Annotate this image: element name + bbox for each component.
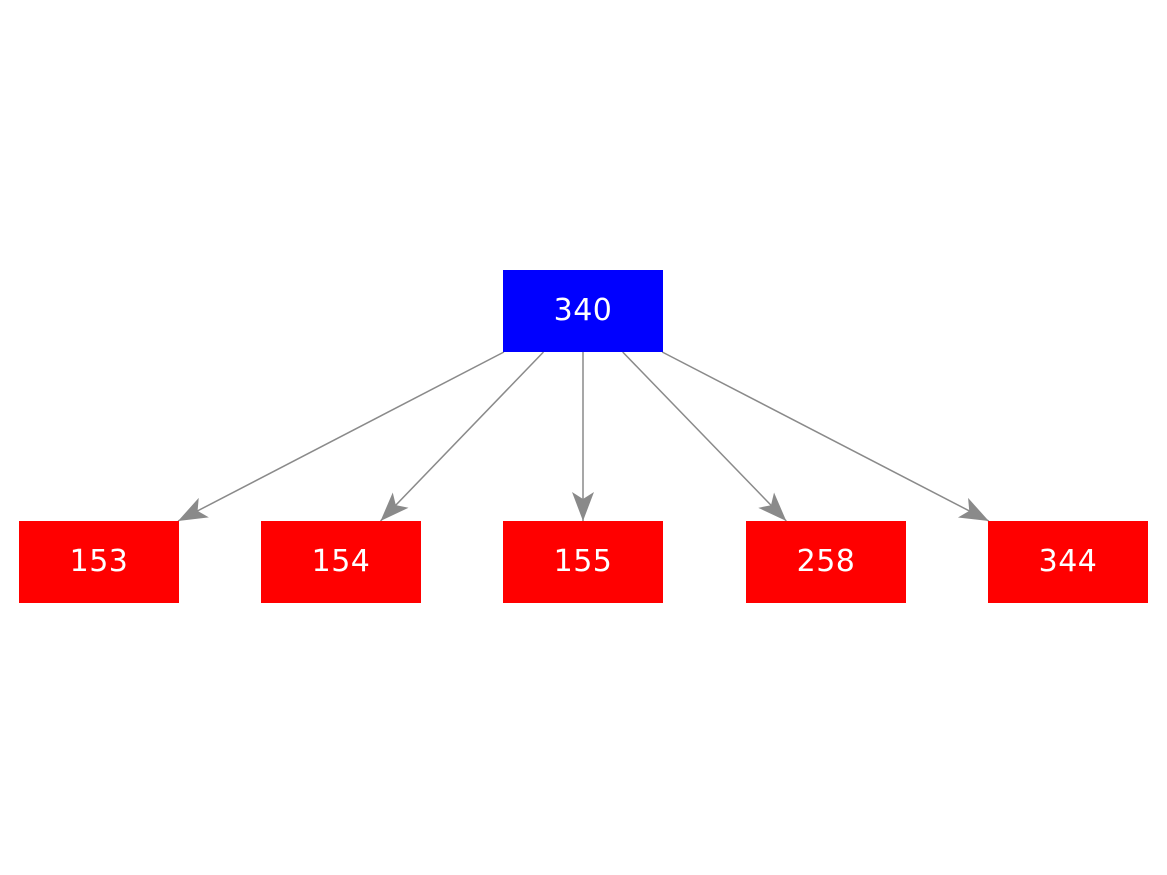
- node-label: 155: [553, 544, 613, 579]
- edge-340-154: [379, 351, 545, 522]
- node-155: 155: [503, 521, 663, 603]
- node-258: 258: [746, 521, 906, 603]
- node-153: 153: [19, 521, 179, 603]
- node-340: 340: [503, 270, 663, 352]
- edge-group: [177, 351, 990, 522]
- edge-340-258: [622, 351, 787, 522]
- edge-340-153: [177, 351, 505, 522]
- node-344: 344: [988, 521, 1148, 603]
- node-154: 154: [261, 521, 421, 603]
- node-label: 153: [69, 544, 129, 579]
- node-label: 340: [553, 293, 613, 328]
- node-label: 258: [796, 544, 856, 579]
- edge-340-344: [661, 351, 990, 522]
- node-label: 344: [1038, 544, 1098, 579]
- node-label: 154: [311, 544, 371, 579]
